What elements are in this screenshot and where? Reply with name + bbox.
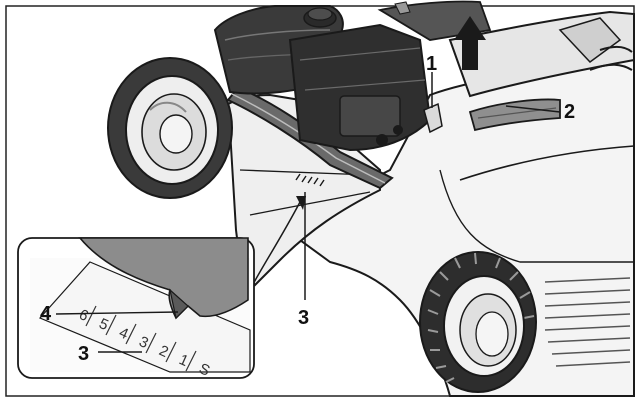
callout-3: 3 xyxy=(298,307,309,329)
lever-scale-marks xyxy=(295,173,325,187)
engine xyxy=(213,0,492,152)
up-arrow-icon xyxy=(454,16,486,70)
callout-2: 2 xyxy=(564,101,575,123)
front-wheel xyxy=(107,57,233,199)
rear-wheel xyxy=(419,251,537,393)
latch xyxy=(423,102,443,134)
callout-3-inset: 3 xyxy=(78,343,89,365)
inset-leaders xyxy=(55,311,179,353)
callout-4: 4 xyxy=(40,303,52,325)
inset-pointer xyxy=(78,237,249,320)
scale-ticks xyxy=(85,305,197,372)
inset-detail xyxy=(17,237,255,379)
leader-lines xyxy=(249,72,561,300)
vent-ribs xyxy=(544,277,631,367)
tire-tread xyxy=(427,252,535,383)
callout-1: 1 xyxy=(426,53,437,75)
